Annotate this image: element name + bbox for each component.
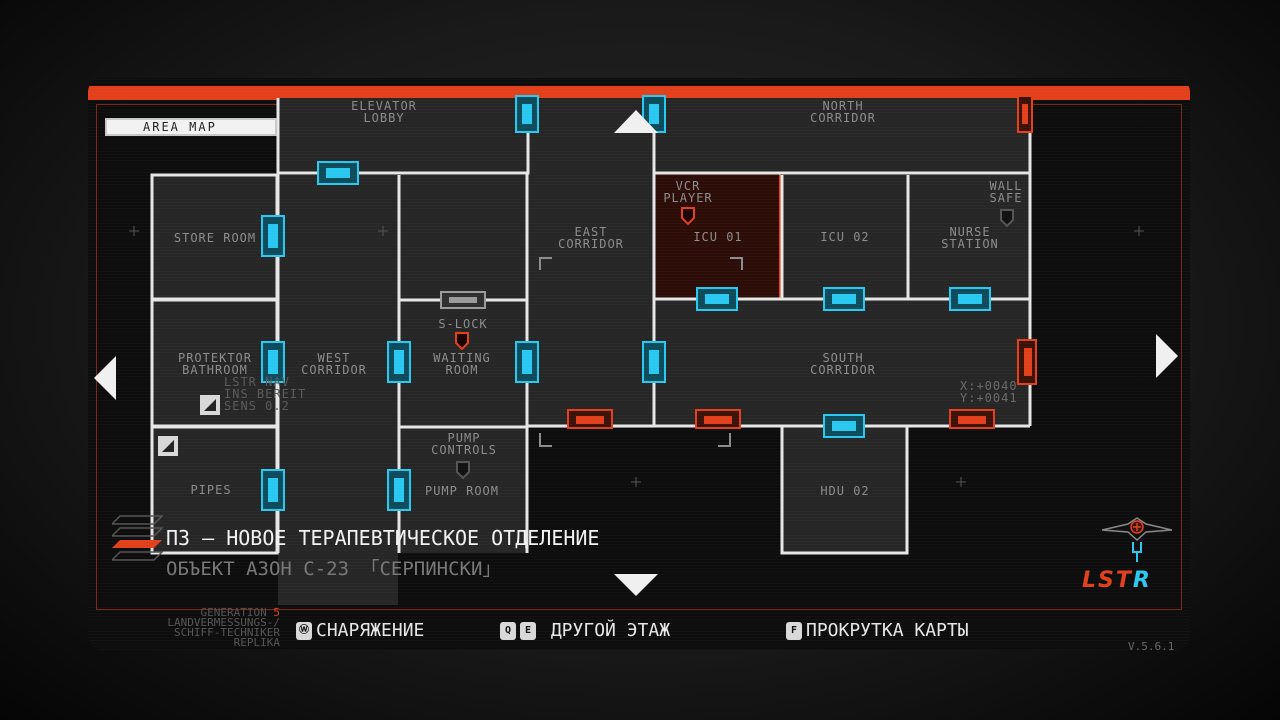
arrow-down-icon[interactable] [614,574,658,596]
map-screen: AREA MAP ELEVATOR LOBBY NORTH CORRIDOR S… [88,78,1190,650]
floor-store-room [152,175,277,299]
door-s-lock[interactable] [440,291,486,309]
room-label-icu01: ICU 01 [693,230,743,244]
shield-marker-icon[interactable] [455,332,469,351]
key-badge: Ⓦ [296,622,312,640]
icu01-highlight[interactable] [653,172,781,300]
door-open [261,215,285,257]
floor-north-corridor [654,98,1030,173]
area-map[interactable] [88,78,1190,650]
generation-line: SCHIFF-TECHNIKER [174,626,280,639]
room-label-wall-safe: WALL SAFE [989,179,1023,205]
floor-elevator-lobby [278,98,528,173]
version-label: V.5.6.1 [1128,640,1175,650]
hint-label: ПРОКРУТКА КАРТЫ [806,620,969,641]
door-open [317,161,359,185]
room-label-south-corridor: SOUTH CORRIDOR [810,351,876,377]
door-open [387,341,411,383]
room-label-pump-room: PUMP ROOM [424,484,500,498]
floor-waiting-room [399,300,527,426]
open-doors[interactable] [261,95,991,511]
room-label-north-corridor: NORTH CORRIDOR [810,99,876,125]
floor-pump-room [399,427,527,553]
room-label-hdu02: HDU 02 [820,484,870,498]
generation-line: LANDVERMESSUNGS-/ [167,616,280,629]
door-locked [567,409,613,429]
hint-label: ДРУГОЙ ЭТАЖ [550,620,671,641]
generation-label: GENERATION [200,606,267,619]
door-open [823,414,865,438]
floor-title: ПЗ — НОВОЕ ТЕРАПЕВТИЧЕСКОЕ ОТДЕЛЕНИЕ [166,526,600,550]
shield-marker-icon[interactable] [1000,209,1014,228]
door-locked [695,409,741,429]
room-label-s-lock: S-LOCK [438,317,488,331]
door-open [515,95,539,133]
generation-line: REPLIKA [233,636,280,649]
shield-marker-icon[interactable] [681,207,695,226]
lstr-logo-part: LST [1082,568,1133,593]
top-accent-bar [88,86,1190,100]
room-label-icu02: ICU 02 [820,230,870,244]
generation-block: GENERATION 5 LANDVERMESSUNGS-/ SCHIFF-TE… [90,606,280,649]
door-locked [949,409,995,429]
room-label-store-room: STORE ROOM [173,231,257,245]
room-label-elevator-lobby: ELEVATOR LOBBY [351,99,417,125]
door-locked [1017,339,1037,385]
door-locked [1017,95,1033,133]
coords-readout: X:+0040 Y:+0041 [960,379,1018,405]
save-icon[interactable] [200,395,220,415]
area-map-label: AREA MAP [105,118,277,136]
door-open [949,287,991,311]
locked-doors[interactable] [567,95,1037,429]
corner-brackets [539,257,743,447]
hint-label: СНАРЯЖЕНИЕ [316,620,425,641]
floor-stack-icon [112,515,164,561]
floor-subtitle: ОБЪЕКТ АЗОН С-23 「СЕРПИНСКИ」 [166,558,502,580]
room-label-pipes: PIPES [190,483,232,497]
door-open [823,287,865,311]
room-label-protektor-bathroom: PROTEKTOR BATHROOM [177,351,253,377]
floor-west-corridor [278,175,398,605]
room-floors [152,98,1030,605]
shield-marker-icon[interactable] [456,461,470,480]
floor-icu02 [782,175,907,299]
key-badge: F [786,622,802,640]
door-open [261,341,285,383]
door-open [696,287,738,311]
arrow-right-icon[interactable] [1156,334,1178,378]
door-open [642,341,666,383]
door-open [515,341,539,383]
arrow-up-icon[interactable] [614,110,658,133]
room-label-vcr-player: VCR PLAYER [663,179,713,205]
save-icon[interactable] [158,436,178,456]
floor-unnamed-room [399,175,527,299]
floor-south-corridor [654,300,1030,426]
floor-nurse-station [908,175,1030,299]
room-label-pump-controls: PUMP CONTROLS [431,431,497,457]
room-label-waiting-room: WAITING ROOM [433,351,491,377]
floor-hdu02 [782,427,907,553]
room-label-west-corridor: WEST CORRIDOR [301,351,367,377]
lstr-nav-readout: LSTR NAV INS BEREIT SENS 0.2 [224,375,307,413]
key-badge: E [520,622,536,640]
crosshairs [129,226,1144,487]
arrow-left-icon[interactable] [94,356,116,400]
lstr-emblem-icon [1102,517,1172,562]
key-badge: Q [500,622,516,640]
door-open [261,469,285,511]
lstr-logo-part: R [1132,568,1152,593]
lstr-logo: LSTR [1082,568,1152,593]
room-label-nurse-station: NURSE STATION [941,225,999,251]
door-open [387,469,411,511]
generation-number: 5 [273,606,280,619]
floor-east-corridor [528,98,653,428]
room-label-east-corridor: EAST CORRIDOR [558,225,624,251]
